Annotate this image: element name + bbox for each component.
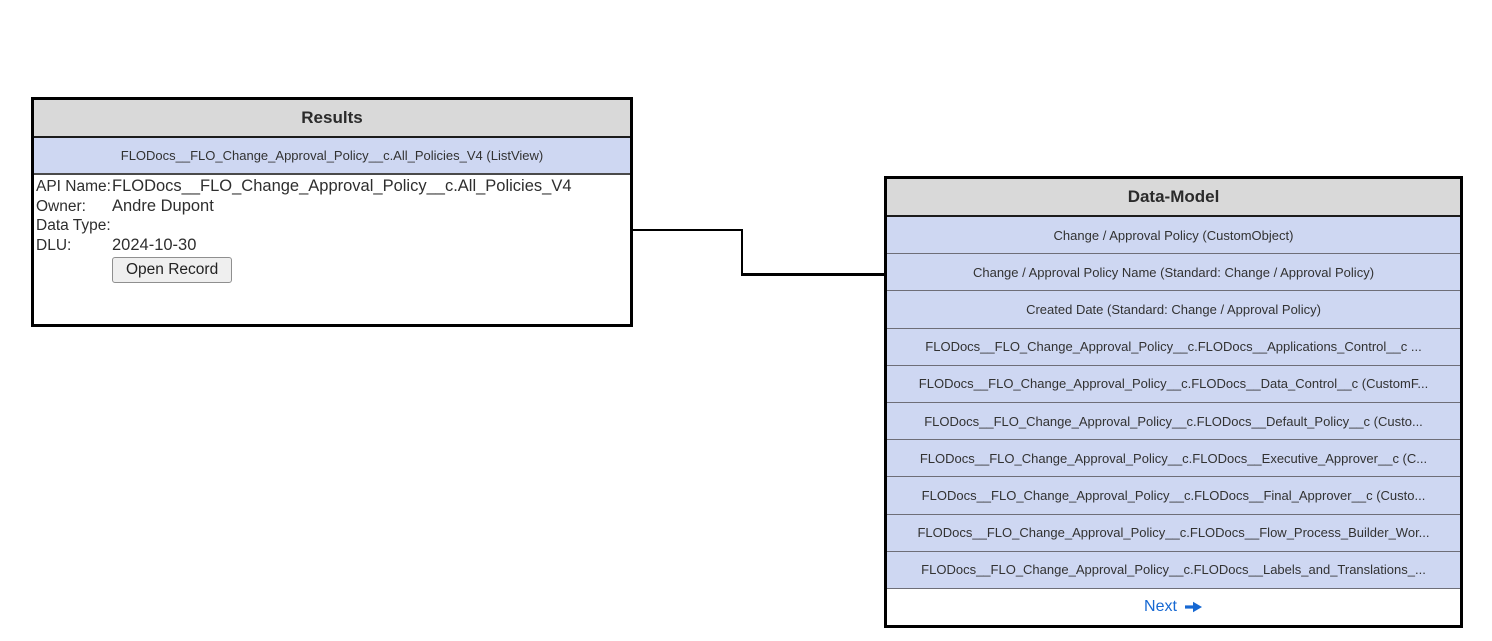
data-model-panel-title: Data-Model: [887, 179, 1460, 217]
data-model-row: FLODocs__FLO_Change_Approval_Policy__c.F…: [887, 477, 1460, 515]
open-record-button[interactable]: Open Record: [112, 257, 233, 283]
results-body: API Name: FLODocs__FLO_Change_Approval_P…: [34, 175, 630, 324]
data-model-row: FLODocs__FLO_Change_Approval_Policy__c.F…: [887, 403, 1460, 441]
data-model-row: Change / Approval Policy (CustomObject): [887, 217, 1460, 255]
data-model-row: FLODocs__FLO_Change_Approval_Policy__c.F…: [887, 365, 1460, 404]
field-label-api-name: API Name:: [36, 178, 111, 195]
open-record-button-cell: Open Record: [112, 257, 628, 283]
connector-line-segment-3: [741, 273, 884, 276]
next-link-label: Next: [1144, 598, 1177, 615]
field-value-owner: Andre Dupont: [112, 196, 214, 215]
data-model-row: FLODocs__FLO_Change_Approval_Policy__c.F…: [887, 514, 1460, 552]
data-model-panel: Data-Model Change / Approval Policy (Cus…: [884, 176, 1463, 628]
results-listview-subheader: FLODocs__FLO_Change_Approval_Policy__c.A…: [34, 138, 630, 175]
results-panel-title: Results: [34, 100, 630, 138]
field-label-data-type: Data Type:: [36, 217, 111, 234]
field-value-dlu: 2024-10-30: [112, 235, 197, 254]
data-model-rows: Change / Approval Policy (CustomObject) …: [887, 217, 1460, 590]
connector-line-segment-2: [741, 229, 743, 275]
data-model-row: FLODocs__FLO_Change_Approval_Policy__c.F…: [887, 328, 1460, 366]
field-label-dlu: DLU:: [36, 236, 72, 254]
pagination-row: Next: [887, 589, 1460, 625]
connector-line-segment-1: [633, 229, 743, 231]
data-model-row: Change / Approval Policy Name (Standard:…: [887, 254, 1460, 292]
right-arrow-icon: [1184, 601, 1203, 613]
field-value-api-name: FLODocs__FLO_Change_Approval_Policy__c.A…: [112, 177, 572, 195]
data-model-row: Created Date (Standard: Change / Approva…: [887, 291, 1460, 329]
data-model-row: FLODocs__FLO_Change_Approval_Policy__c.F…: [887, 440, 1460, 478]
next-link[interactable]: Next: [1144, 598, 1203, 616]
results-panel: Results FLODocs__FLO_Change_Approval_Pol…: [31, 97, 633, 327]
data-model-row: FLODocs__FLO_Change_Approval_Policy__c.F…: [887, 551, 1460, 590]
field-label-owner: Owner:: [36, 197, 86, 215]
